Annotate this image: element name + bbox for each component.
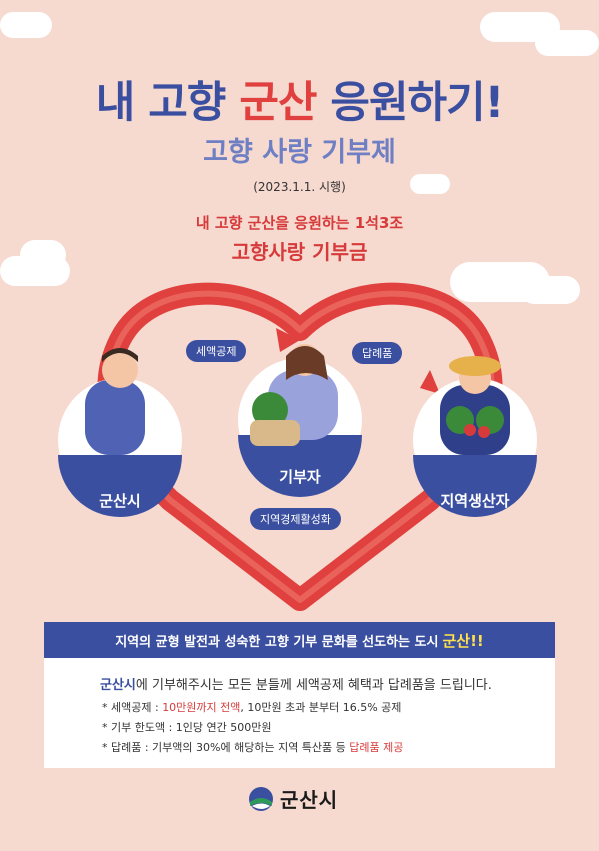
- arrow-head-icon: [420, 370, 440, 394]
- tag-tax-credit: 세액공제: [186, 340, 247, 362]
- banner-text: 지역의 균형 발전과 성숙한 고향 기부 문화를 선도하는 도시: [115, 634, 439, 650]
- cloud-decoration: [0, 12, 52, 38]
- city-emblem-icon: [249, 786, 273, 811]
- logo-text: 군산시: [280, 788, 339, 812]
- cloud-decoration: [410, 174, 450, 194]
- info-item-gift: * 답례품 : 기부액의 30%에 해당하는 지역 특산품 등 답례품 제공: [102, 741, 404, 754]
- tag-local-economy: 지역경제활성화: [250, 508, 341, 530]
- page-subtitle: 고향 사랑 기부제: [203, 137, 396, 168]
- info-lead: 군산시에 기부해주시는 모든 분들께 세액공제 혜택과 답례품을 드립니다.: [100, 678, 492, 693]
- cloud-decoration: [20, 240, 66, 270]
- cloud-decoration: [520, 276, 580, 304]
- banner-highlight: 군산!!: [442, 631, 484, 650]
- circle-label-gunsan: 군산시: [99, 492, 141, 510]
- effective-date: (2023.1.1. 시행): [253, 180, 346, 194]
- info-item-limit: * 기부 한도액 : 1인당 연간 500만원: [102, 721, 272, 734]
- slogan-line2: 고향사랑 기부금: [231, 240, 368, 264]
- arrow-head-icon: [276, 328, 300, 352]
- heart-diagram: [58, 282, 537, 611]
- tag-return-gift: 답례품: [352, 342, 403, 364]
- cloud-decoration: [535, 30, 599, 56]
- circle-label-producer: 지역생산자: [440, 492, 510, 510]
- slogan-line1: 내 고향 군산을 응원하는 1석3조: [195, 214, 404, 232]
- title-accent: 군산: [239, 78, 317, 128]
- slogan-banner: 지역의 균형 발전과 성숙한 고향 기부 문화를 선도하는 도시 군산!!: [44, 622, 555, 658]
- circle-label-donor: 기부자: [279, 468, 321, 486]
- page-title: 내 고향 군산 응원하기!: [95, 78, 505, 128]
- gunsan-logo: 군산시: [248, 784, 338, 813]
- info-box: 군산시에 기부해주시는 모든 분들께 세액공제 혜택과 답례품을 드립니다. *…: [44, 658, 555, 768]
- info-item-tax: * 세액공제 : 10만원까지 전액, 10만원 초과 분부터 16.5% 공제: [102, 701, 402, 714]
